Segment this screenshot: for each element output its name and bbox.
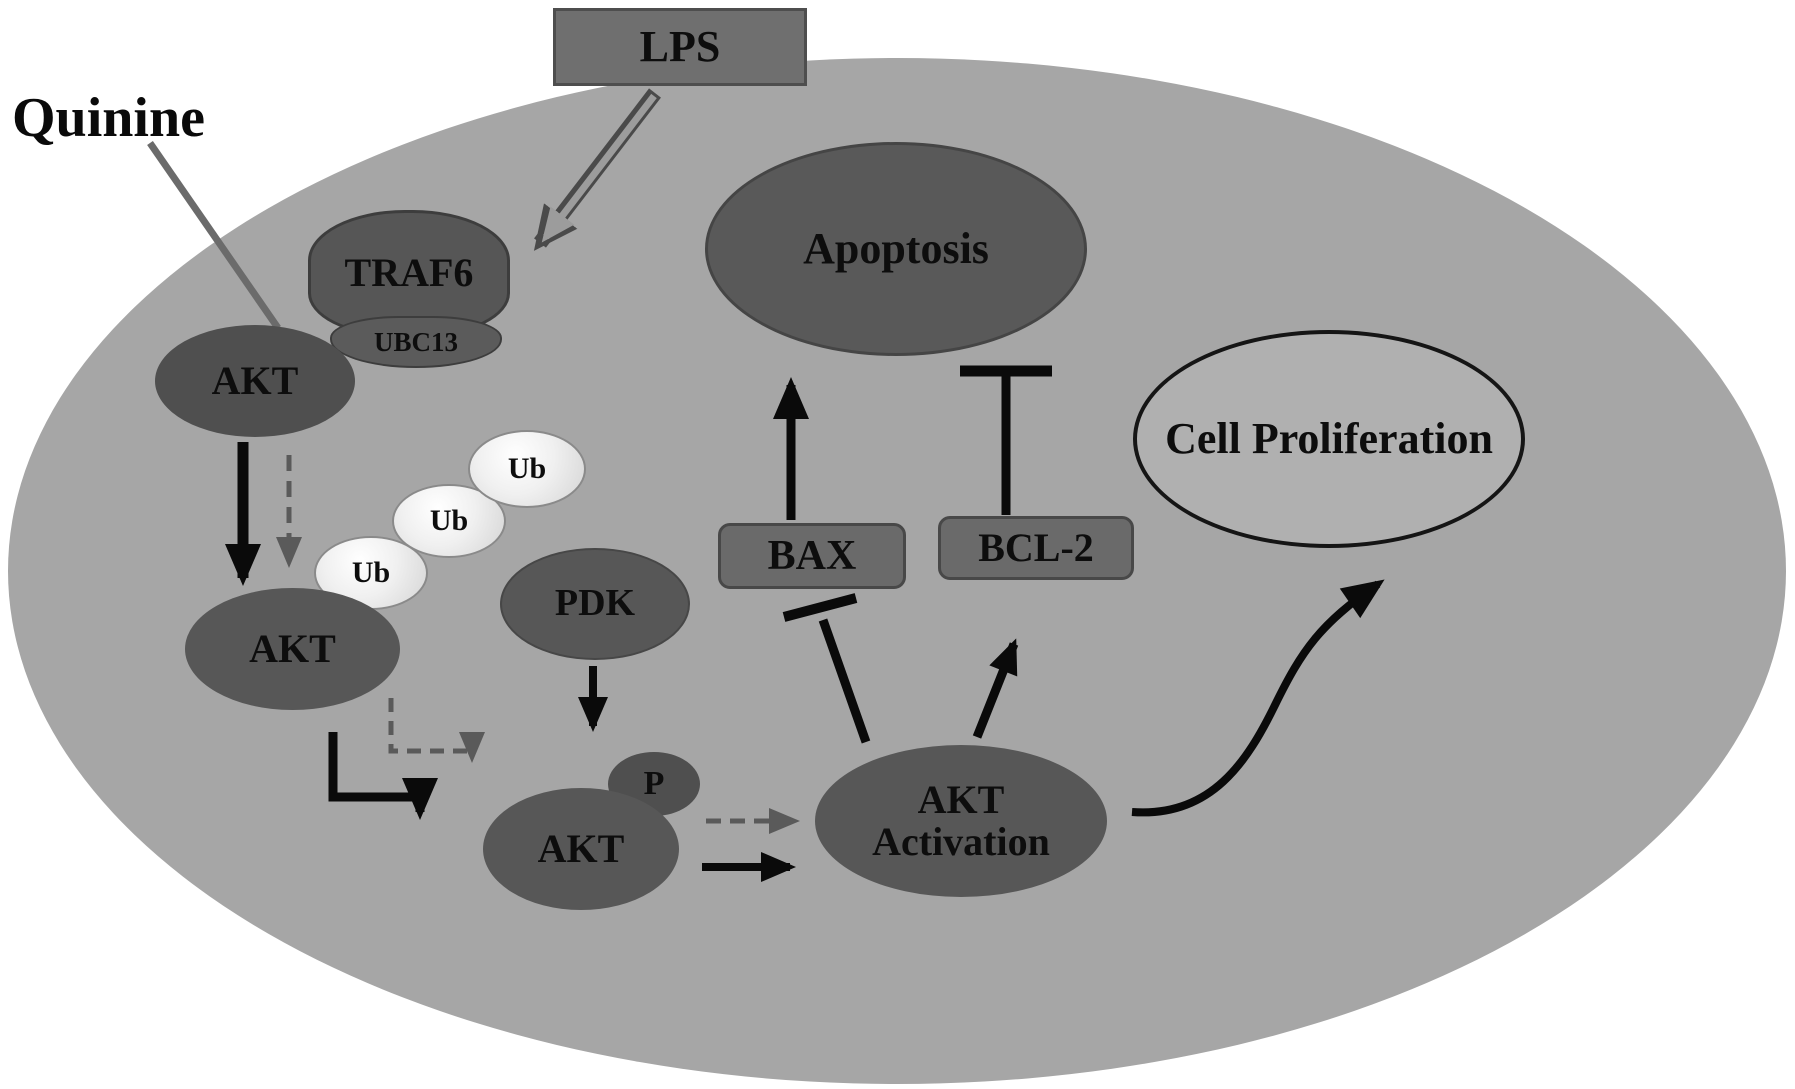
akt-phospho-label: AKT [537, 826, 625, 871]
node-lps: LPS [553, 8, 807, 86]
node-akt-phospho: AKT [483, 788, 679, 910]
traf6-label: TRAF6 [344, 250, 474, 295]
quinine-label: Quinine [12, 87, 205, 149]
node-ubc13: UBC13 [330, 316, 502, 368]
node-cell-proliferation: Cell Proliferation [1133, 330, 1525, 548]
apoptosis-label: Apoptosis [803, 223, 989, 273]
node-apoptosis: Apoptosis [705, 142, 1087, 356]
pdk-label: PDK [554, 582, 636, 625]
node-akt-activation: AKT Activation [815, 745, 1107, 897]
node-akt-ubiquitinated: AKT [185, 588, 400, 710]
ub2-label: Ub [429, 504, 469, 538]
node-ub3: Ub [468, 430, 586, 508]
node-pdk: PDK [500, 548, 690, 660]
akt-top-label: AKT [211, 358, 299, 403]
bax-label: BAX [767, 532, 857, 579]
cell-proliferation-label: Cell Proliferation [1165, 413, 1493, 463]
ub3-label: Ub [507, 452, 547, 486]
node-akt-top: AKT [155, 325, 355, 437]
ub1-label: Ub [351, 556, 391, 590]
node-bax: BAX [718, 523, 906, 589]
bcl2-label: BCL-2 [978, 525, 1094, 570]
node-bcl2: BCL-2 [938, 516, 1134, 580]
akt-activation-label: AKT Activation [872, 777, 1050, 864]
lps-label: LPS [639, 21, 721, 71]
ubc13-label: UBC13 [373, 326, 458, 357]
phospho-label: P [643, 765, 665, 803]
akt-ub-label: AKT [249, 626, 336, 671]
